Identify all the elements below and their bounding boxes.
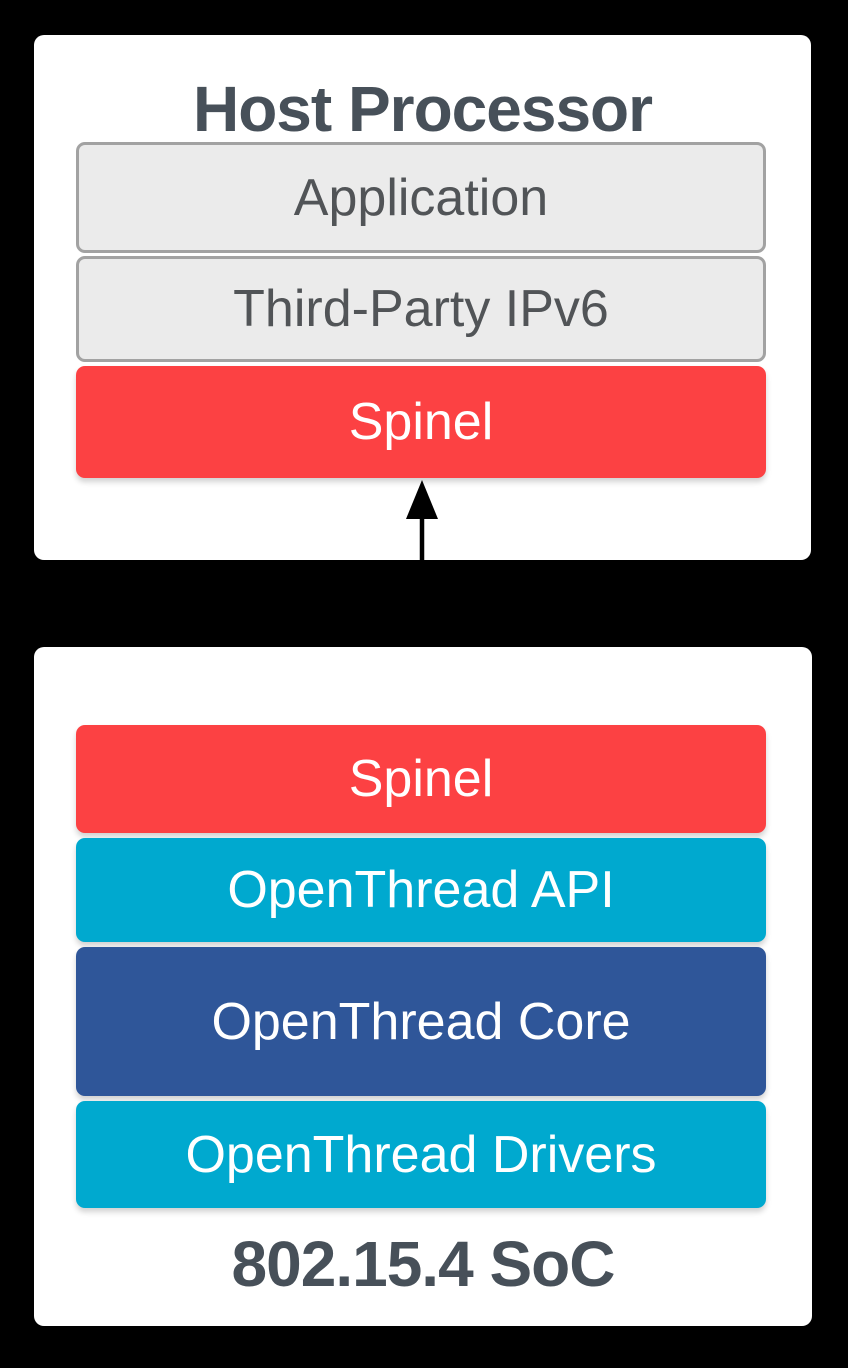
layer-application-label: Application (293, 168, 549, 227)
layer-third-party-ipv6-label: Third-Party IPv6 (233, 280, 609, 338)
layer-spinel-host: Spinel (76, 366, 766, 478)
layer-openthread-api-label: OpenThread API (227, 861, 615, 919)
layer-spinel-soc: Spinel (76, 725, 766, 833)
layer-spinel-host-label: Spinel (348, 393, 494, 451)
host-processor-card: Host Processor Application Third-Party I… (34, 35, 811, 560)
host-processor-title: Host Processor (192, 73, 653, 145)
layer-third-party-ipv6: Third-Party IPv6 (76, 256, 766, 362)
layer-application: Application (76, 142, 766, 253)
layer-openthread-core: OpenThread Core (76, 947, 766, 1096)
layer-openthread-drivers-label: OpenThread Drivers (185, 1125, 657, 1184)
soc-title: 802.15.4 SoC (231, 1228, 616, 1300)
layer-spinel-soc-label: Spinel (348, 750, 494, 808)
layer-openthread-drivers: OpenThread Drivers (76, 1101, 766, 1208)
layer-openthread-api: OpenThread API (76, 838, 766, 942)
layer-openthread-core-label: OpenThread Core (211, 992, 631, 1051)
soc-card: Spinel OpenThread API OpenThread Core Op… (34, 647, 812, 1326)
